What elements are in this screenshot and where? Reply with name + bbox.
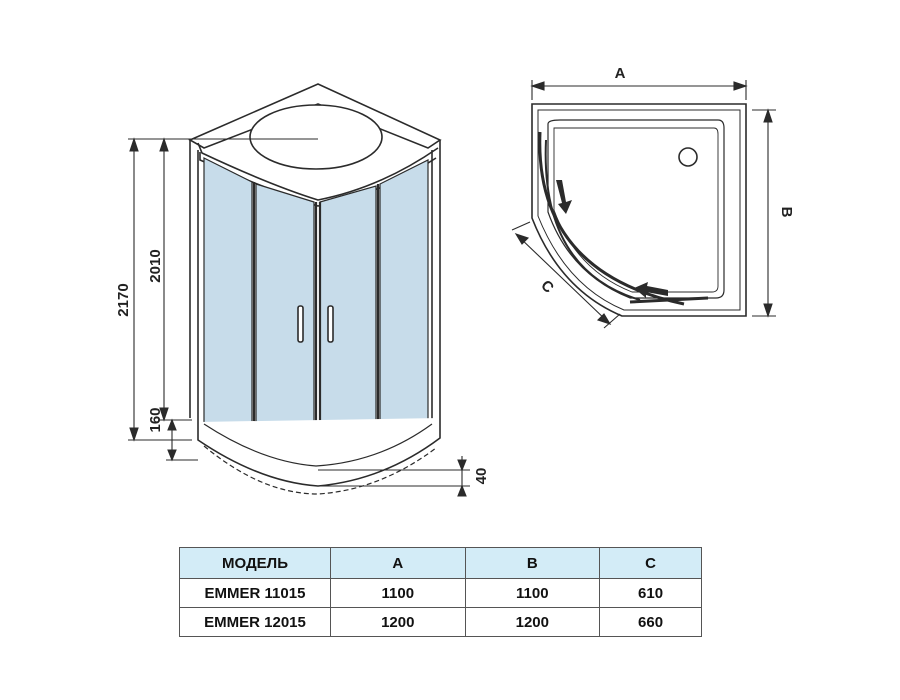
col-header-b: B [464,547,601,579]
door-handle-right [327,305,334,343]
front-view [188,83,442,495]
tray-inner-curve [203,423,433,467]
plan-dimensions [511,80,776,329]
table-row: EMMER 11015 1100 1100 610 [179,578,702,608]
plan-door-right [629,296,709,304]
arrow-left-icon [634,282,668,298]
door-handle-left [297,305,304,343]
spec-table-header-row: МОДЕЛЬ A B C [179,547,702,579]
cell-a: 1100 [330,578,466,608]
roof-front-band [197,142,439,201]
plan-door-panel [544,139,641,301]
plan-view [531,103,747,317]
table-row: EMMER 12015 1200 1200 660 [179,607,702,637]
cell-a: 1200 [330,607,466,637]
cell-b: 1200 [464,607,601,637]
dim-tray-height: 160 [147,407,164,432]
cell-model: EMMER 11015 [179,578,331,608]
door-arrows [556,180,668,298]
col-header-c: C [599,547,702,579]
cell-c: 610 [599,578,702,608]
col-header-a: A [330,547,466,579]
dim-base-offset: 40 [473,468,490,485]
plan-label-b: B [778,207,795,218]
roof-basin [249,104,383,170]
cell-c: 660 [599,607,702,637]
front-dimensions [128,137,470,497]
plan-label-a: A [615,65,626,82]
plan-tray-inner [537,109,741,311]
arrow-down-icon [556,180,572,214]
dim-door-height: 2010 [147,249,164,282]
spec-table: МОДЕЛЬ A B C EMMER 11015 1100 1100 610 E… [179,547,702,637]
plan-label-c: C [537,277,557,297]
col-header-model: МОДЕЛЬ [179,547,331,579]
dim-total-height: 2170 [115,283,132,316]
shower-tray [197,418,441,487]
plan-tray-outline [531,103,747,317]
tray-base [203,445,437,495]
cell-model: EMMER 12015 [179,607,331,637]
plan-door-track [538,131,685,306]
plan-drain [678,147,698,167]
cell-b: 1100 [464,578,601,608]
cabin-roof [188,83,442,149]
glass-panel-left [203,157,253,441]
glass-panel-right [379,159,429,441]
